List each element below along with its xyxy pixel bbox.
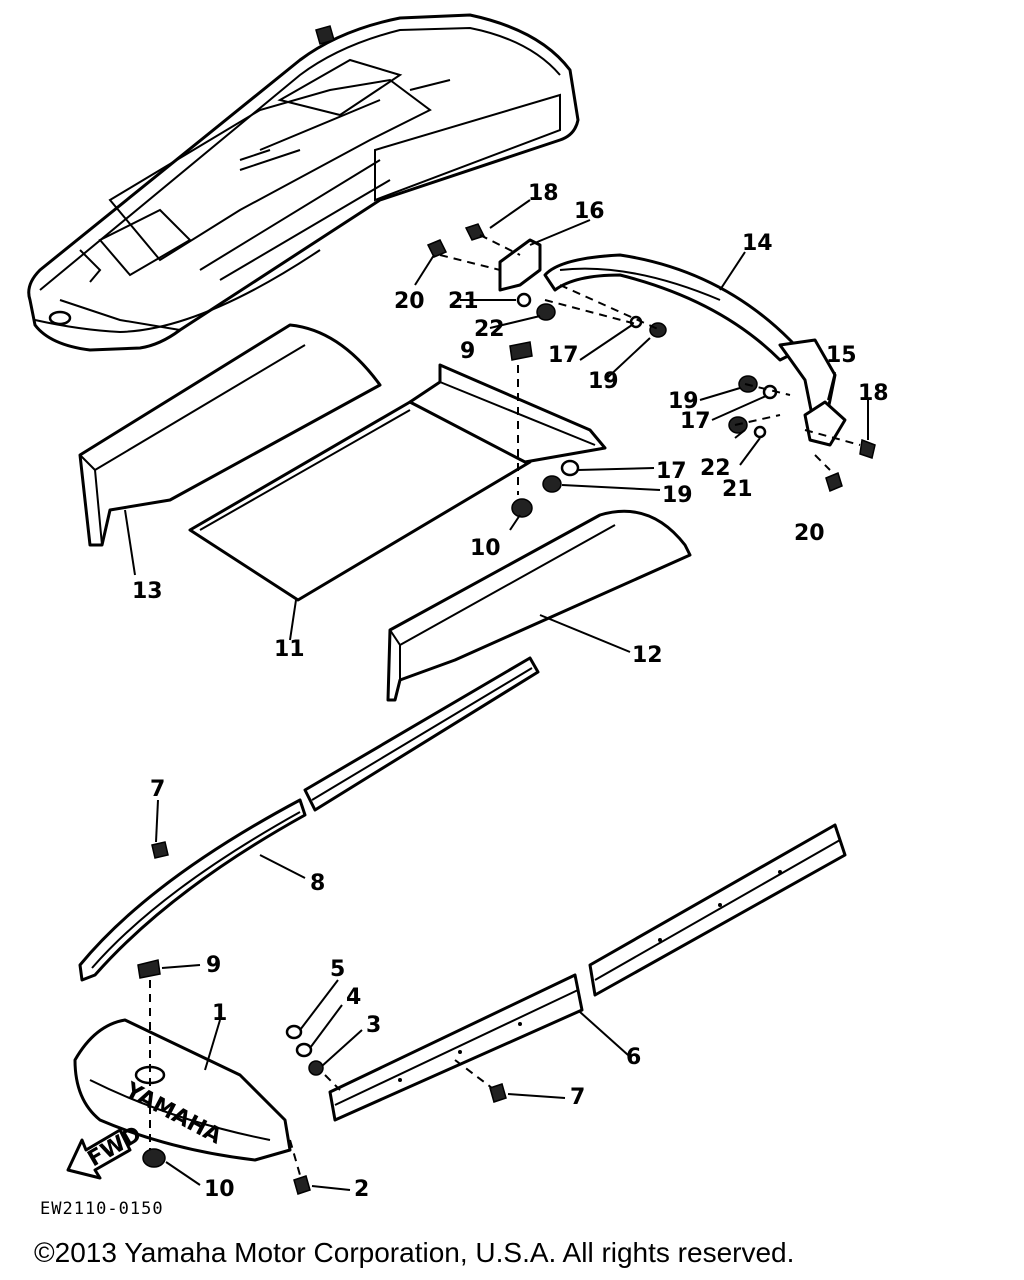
callout-18-top: 18 — [528, 181, 559, 206]
watercraft-hull — [27, 13, 580, 352]
callout-2: 2 — [354, 1177, 369, 1202]
callout-7-left: 7 — [150, 777, 165, 802]
callout-21-left: 21 — [448, 289, 479, 314]
callouts: 18 16 14 20 21 22 9 17 19 15 18 19 17 22… — [132, 181, 889, 1202]
callout-7-right: 7 — [570, 1085, 585, 1110]
callout-10-top: 10 — [470, 536, 501, 561]
callout-19-upper: 19 — [588, 369, 619, 394]
callout-21-right: 21 — [722, 477, 753, 502]
gunwale-strip-8 — [78, 656, 540, 982]
callout-10-bottom: 10 — [204, 1177, 235, 1202]
bracket-15 — [803, 400, 847, 447]
callout-22-left: 22 — [474, 317, 505, 342]
callout-12: 12 — [632, 643, 663, 668]
diagram-code: EW2110-0150 — [40, 1199, 164, 1219]
callout-22-right: 22 — [700, 456, 731, 481]
callout-20-left: 20 — [394, 289, 425, 314]
callout-14: 14 — [742, 231, 773, 256]
callout-19-lower: 19 — [662, 483, 693, 508]
callout-20-right: 20 — [794, 521, 825, 546]
callout-19-right: 19 — [668, 389, 699, 414]
gunwale-strip-6 — [328, 823, 847, 1122]
leader-lines — [124, 199, 869, 1191]
fwd-label: FWD — [84, 1122, 146, 1172]
callout-5: 5 — [330, 957, 345, 982]
callout-9-bottom: 9 — [206, 953, 221, 978]
copyright-text: ©2013 Yamaha Motor Corporation, U.S.A. A… — [34, 1237, 794, 1268]
callout-3: 3 — [366, 1013, 381, 1038]
callout-9-top: 9 — [460, 339, 475, 364]
side-panel-12 — [386, 509, 692, 702]
callout-15: 15 — [826, 343, 857, 368]
callout-17-right: 17 — [680, 409, 711, 434]
fwd-arrow: FWD — [66, 1122, 146, 1180]
callout-11: 11 — [274, 637, 305, 662]
callout-8: 8 — [310, 871, 325, 896]
callout-18-right: 18 — [858, 381, 889, 406]
callout-6: 6 — [626, 1045, 641, 1070]
bracket-16 — [498, 238, 542, 292]
hardware — [137, 223, 876, 1195]
callout-16: 16 — [574, 199, 605, 224]
callout-17-lower: 17 — [656, 459, 687, 484]
callout-13: 13 — [132, 579, 163, 604]
callout-4: 4 — [346, 985, 361, 1010]
side-panel-13 — [78, 323, 382, 547]
assembly-lines — [149, 234, 861, 1176]
callout-1: 1 — [212, 1001, 227, 1026]
callout-17-upper: 17 — [548, 343, 579, 368]
